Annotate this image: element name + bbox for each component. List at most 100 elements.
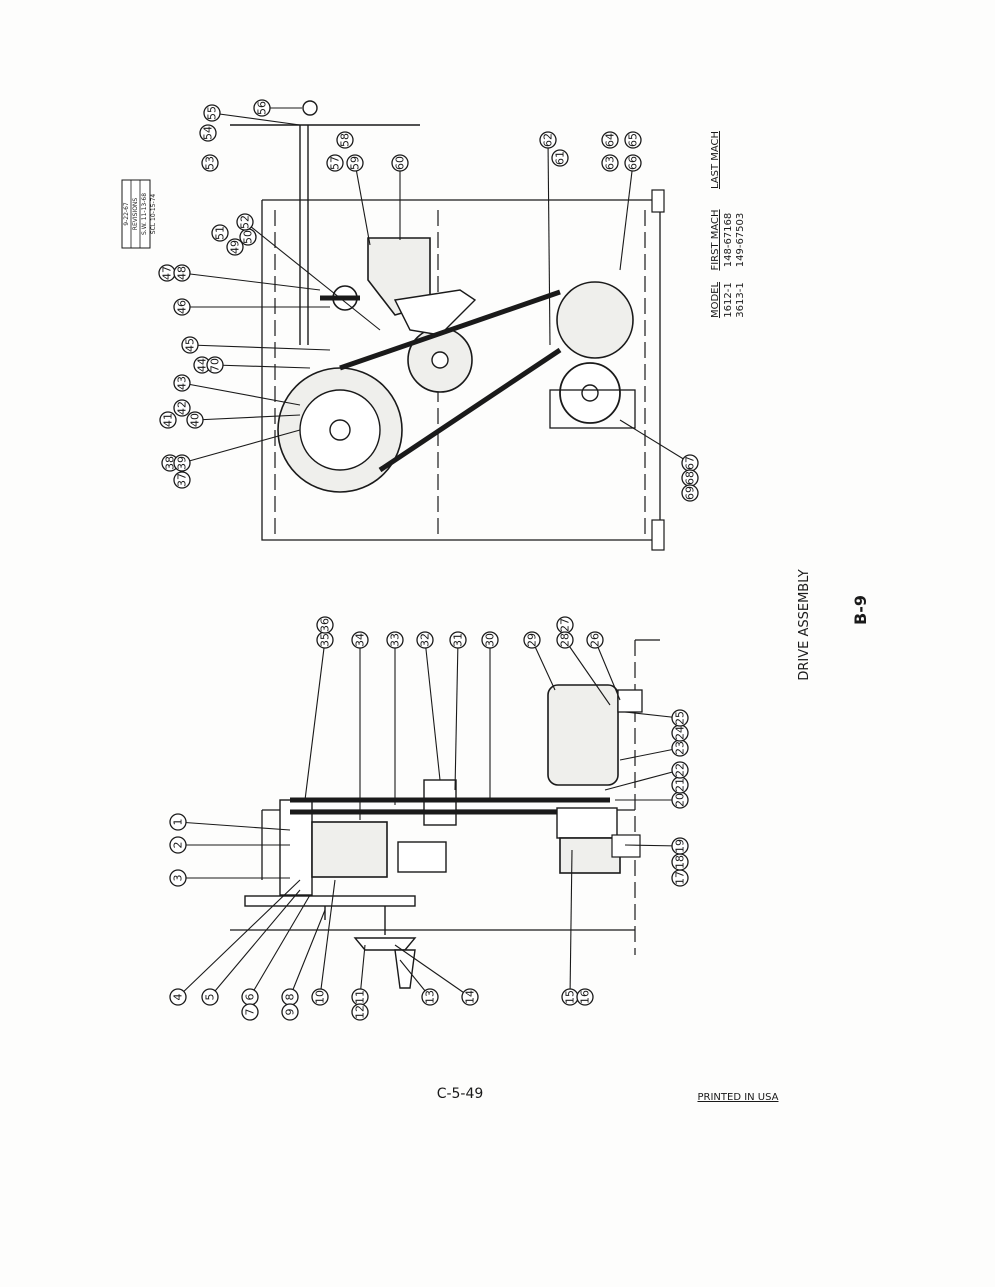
callout-circle-61 [551, 149, 569, 167]
callout-circle-34 [351, 631, 369, 649]
upper-motor [556, 281, 634, 359]
callout-label-37: 37 [176, 473, 189, 487]
callout-circle-1 [169, 813, 187, 831]
callout-label-53: 53 [204, 156, 217, 170]
callout-circle-53 [201, 154, 219, 172]
leader-line-48 [181, 272, 321, 291]
callout-circle-13 [421, 988, 439, 1006]
callout-circle-41 [159, 411, 177, 429]
callout-label-41: 41 [162, 413, 175, 427]
callout-label-57: 57 [329, 156, 342, 170]
callout-circle-7 [241, 1003, 259, 1021]
callout-label-47: 47 [161, 266, 174, 280]
callout-label-15: 15 [564, 990, 577, 1004]
callout-circle-26 [586, 631, 604, 649]
first-mach-header: FIRST MACH [710, 209, 721, 270]
leader-line-8 [289, 909, 326, 998]
lower-motor [547, 684, 619, 786]
callout-circle-43 [173, 374, 191, 392]
callout-circle-19 [671, 837, 689, 855]
callout-label-61: 61 [554, 151, 567, 165]
upper-frame-tab-right-bottom [651, 519, 665, 551]
callout-circle-33 [386, 631, 404, 649]
model-row-2-model: 3613-1 [735, 282, 746, 317]
leader-line-35 [304, 639, 326, 801]
callout-circle-36 [316, 616, 334, 634]
bottom-mount [611, 834, 641, 858]
tension-arm [393, 289, 477, 336]
leader-line-19 [624, 844, 681, 847]
motor-base [549, 389, 636, 429]
callout-label-33: 33 [389, 633, 402, 647]
callout-label-27: 27 [559, 618, 572, 632]
leader-line-39 [181, 429, 301, 464]
callout-circle-5 [201, 988, 219, 1006]
callout-label-18: 18 [674, 855, 687, 869]
leader-line-25 [624, 711, 681, 719]
callout-label-55: 55 [206, 106, 219, 120]
callout-circle-49 [226, 238, 244, 256]
mounting-plate [244, 895, 416, 907]
callout-label-58: 58 [339, 133, 352, 147]
model-row-1-first: 148-67168 [723, 213, 734, 268]
model-table: MODEL FIRST MACH LAST MACH 1612-1 148-67… [710, 131, 746, 318]
large-pulley-hub [329, 419, 351, 441]
leader-line-5 [209, 889, 301, 998]
callout-label-68: 68 [684, 471, 697, 485]
leader-line-29 [531, 639, 556, 691]
leader-line-10 [319, 879, 336, 998]
callout-label-35: 35 [319, 633, 332, 647]
callout-circle-60 [391, 154, 409, 172]
callout-label-46: 46 [176, 300, 189, 314]
callout-circle-66 [624, 154, 642, 172]
idler-hub [431, 351, 449, 369]
callout-label-54: 54 [202, 126, 215, 140]
bottom-pulley [556, 807, 618, 839]
revisions-header: REVISIONS [132, 198, 139, 231]
motor-flywheel-hub [581, 384, 599, 402]
leader-line-26 [594, 639, 621, 701]
callout-label-60: 60 [394, 156, 407, 170]
callout-label-43: 43 [176, 376, 189, 390]
leader-line-32 [424, 639, 441, 781]
leader-line-70 [214, 364, 311, 369]
callout-label-20: 20 [674, 793, 687, 807]
callout-label-45: 45 [184, 338, 197, 352]
callout-label-12: 12 [354, 1005, 367, 1019]
callout-label-23: 23 [674, 741, 687, 755]
callout-circle-28 [556, 631, 574, 649]
revisions-box: 9-22-67 REVISIONS S.W. 11-13-68 SCL 10-1… [121, 179, 157, 249]
callout-label-67: 67 [684, 456, 697, 470]
callout-circle-54 [199, 124, 217, 142]
callout-circle-37 [173, 471, 191, 489]
callout-label-5: 5 [204, 994, 217, 1001]
revisions-row-1: S.W. 11-13-68 [141, 193, 148, 235]
callout-circle-29 [523, 631, 541, 649]
callout-label-52: 52 [239, 215, 252, 229]
callout-label-51: 51 [214, 226, 227, 240]
revisions-date: 9-22-67 [123, 202, 130, 226]
leader-line-6 [249, 894, 311, 998]
fan-cone [394, 949, 416, 989]
callout-circle-4 [169, 988, 187, 1006]
leader-line-43 [181, 382, 301, 406]
callout-label-48: 48 [176, 266, 189, 280]
callout-label-26: 26 [589, 633, 602, 647]
doc-number: C-5-49 [437, 1086, 484, 1102]
callout-label-8: 8 [284, 994, 297, 1001]
callout-label-44: 44 [196, 358, 209, 372]
last-mach-header: LAST MACH [710, 131, 721, 189]
leader-line-14 [394, 944, 471, 998]
callout-label-19: 19 [674, 839, 687, 853]
callout-circle-69 [681, 484, 699, 502]
fan-blade [353, 937, 417, 951]
printed-note: PRINTED IN USA [697, 1092, 778, 1103]
upper-view [230, 100, 665, 551]
callout-label-21: 21 [674, 778, 687, 792]
callout-label-10: 10 [314, 990, 327, 1004]
callout-circle-14 [461, 988, 479, 1006]
callout-label-34: 34 [354, 633, 367, 647]
callout-label-25: 25 [674, 711, 687, 725]
